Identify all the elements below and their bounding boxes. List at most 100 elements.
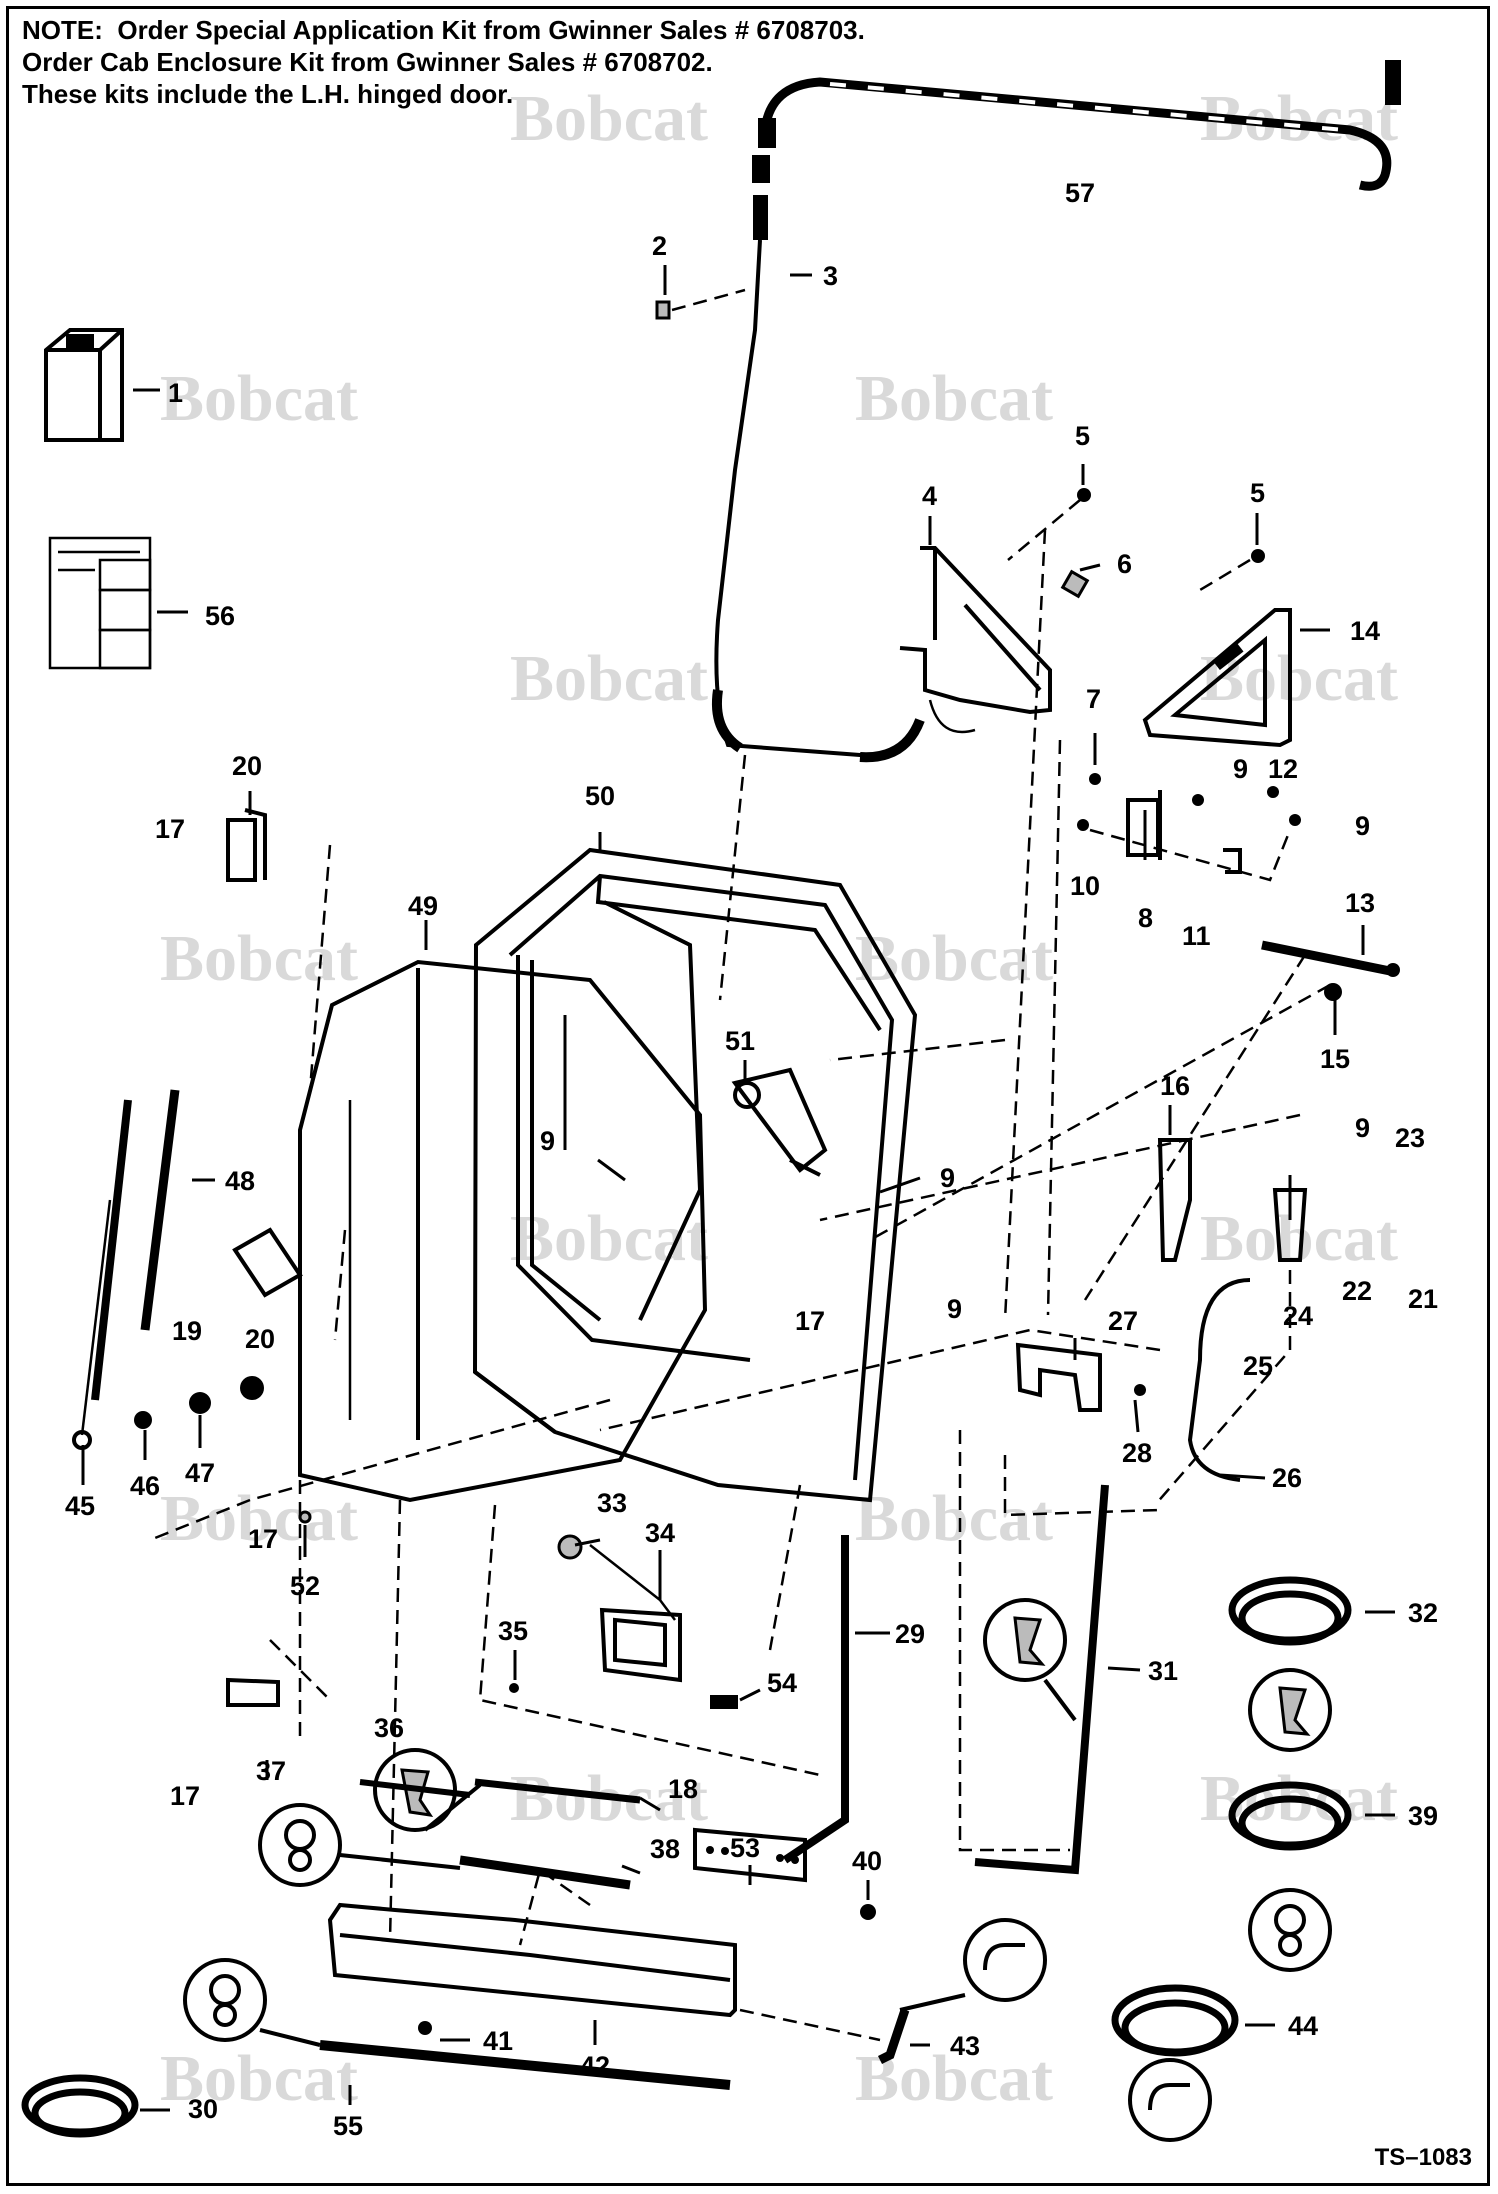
callout-4: 4 — [922, 481, 937, 511]
callout-40: 40 — [852, 1846, 882, 1876]
seal-profile-icon — [1248, 1668, 1332, 1752]
callout-12: 12 — [1268, 754, 1298, 784]
seal-profile-icon — [1128, 2058, 1212, 2142]
profile-arrows — [259, 1678, 1077, 2047]
note-label: NOTE: — [22, 15, 103, 45]
callout-10: 10 — [1070, 871, 1100, 901]
callout-16: 16 — [1160, 1071, 1190, 1101]
callout-17d: 17 — [170, 1781, 200, 1811]
door-frame-49 — [298, 959, 708, 1503]
callout-17c: 17 — [248, 1524, 278, 1554]
wiper-motor-51 — [731, 1067, 828, 1177]
motor-bracket-4 — [899, 546, 1052, 734]
callout-39: 39 — [1408, 1801, 1438, 1831]
order-note: NOTE: Order Special Application Kit from… — [22, 14, 865, 110]
callout-19: 19 — [172, 1316, 202, 1346]
callout-48: 48 — [225, 1166, 255, 1196]
manual-56 — [48, 536, 152, 670]
nut-40 — [860, 1904, 876, 1920]
watermark: Bobcat — [855, 362, 1053, 435]
callout-43: 43 — [950, 2031, 980, 2061]
watermark: Bobcat — [510, 82, 708, 155]
clip-43 — [877, 2008, 910, 2065]
callout-56: 56 — [205, 601, 235, 631]
callout-9b: 9 — [1355, 811, 1370, 841]
note-line-1: NOTE: Order Special Application Kit from… — [22, 14, 865, 46]
channel-42 — [327, 1902, 737, 2018]
strip-55 — [319, 2040, 731, 2090]
diagram-border — [6, 6, 1490, 2186]
strip-36 — [359, 1779, 471, 1798]
callout-8: 8 — [1138, 903, 1153, 933]
wiper-cable-3 — [712, 195, 925, 763]
callout-20: 20 — [232, 751, 262, 781]
callout-41: 41 — [483, 2026, 513, 2056]
seal-coil-44 — [1111, 1984, 1239, 2057]
spring-54 — [710, 1695, 738, 1709]
washer-46 — [134, 1411, 152, 1429]
watermark: Bobcat — [1200, 1202, 1398, 1275]
callout-57: 57 — [1065, 178, 1095, 208]
wiper-arm-45 — [72, 1099, 132, 1450]
bracket-37 — [226, 1677, 280, 1707]
callout-7: 7 — [1086, 684, 1101, 714]
callout-34: 34 — [645, 1518, 675, 1548]
seal-coil-32 — [1228, 1576, 1352, 1646]
seal-coil-39 — [1228, 1781, 1352, 1851]
seal-profile-icon — [1248, 1888, 1332, 1972]
callout-5: 5 — [1075, 421, 1090, 451]
seal-profile-icon — [183, 1958, 267, 2042]
callout-31: 31 — [1148, 1656, 1178, 1686]
bracket-27 — [1015, 1342, 1102, 1412]
callout-9c: 9 — [540, 1126, 555, 1156]
seal-profile-icon — [258, 1803, 342, 1887]
callout-29: 29 — [895, 1619, 925, 1649]
pin-28 — [1134, 1384, 1146, 1396]
callout-17: 17 — [155, 814, 185, 844]
leader-lines — [81, 265, 1395, 2112]
callout-13: 13 — [1345, 888, 1375, 918]
screw-41 — [418, 2021, 432, 2035]
rod-26 — [1187, 1278, 1251, 1482]
cap — [240, 1376, 264, 1400]
callout-6: 6 — [1117, 549, 1132, 579]
callout-35: 35 — [498, 1616, 528, 1646]
callout-5b: 5 — [1250, 478, 1265, 508]
callout-9e: 9 — [1355, 1113, 1370, 1143]
callout-51: 51 — [725, 1026, 755, 1056]
note-line-3: These kits include the L.H. hinged door. — [22, 79, 514, 109]
seal-profile-icon — [983, 1598, 1067, 1682]
callout-46: 46 — [130, 1471, 160, 1501]
spacer-6 — [1060, 569, 1090, 599]
wiper-blade-48 — [140, 1089, 180, 1331]
callout-26: 26 — [1272, 1463, 1302, 1493]
washer-52 — [298, 1510, 312, 1524]
wiper-harness-57 — [752, 60, 1401, 191]
nut-47 — [189, 1392, 211, 1414]
nut-5 — [1251, 549, 1265, 563]
seal-31 — [974, 1484, 1109, 1875]
callout-38: 38 — [650, 1834, 680, 1864]
callout-42: 42 — [580, 2051, 610, 2081]
drawing-code: TS–1083 — [1374, 2144, 1472, 2171]
callout-28: 28 — [1122, 1438, 1152, 1468]
plate-53 — [693, 1827, 807, 1883]
callout-54: 54 — [767, 1668, 797, 1698]
callout-17b: 17 — [795, 1306, 825, 1336]
callout-44: 44 — [1288, 2011, 1318, 2041]
watermark: Bobcat — [510, 642, 708, 715]
watermark: Bobcat — [160, 922, 358, 995]
callout-23: 23 — [1395, 1123, 1425, 1153]
knob-33 — [557, 1534, 583, 1560]
callout-3: 3 — [823, 261, 838, 291]
latch-24 — [1272, 1188, 1308, 1262]
bolt-2 — [655, 300, 671, 320]
hinge-20 — [226, 808, 267, 882]
callout-49: 49 — [408, 891, 438, 921]
callout-21: 21 — [1408, 1284, 1438, 1314]
callout-27: 27 — [1108, 1306, 1138, 1336]
assembly-lines — [149, 529, 1331, 2042]
seal-profile-icon — [963, 1918, 1047, 2002]
triangle-bracket-14 — [1142, 608, 1292, 748]
